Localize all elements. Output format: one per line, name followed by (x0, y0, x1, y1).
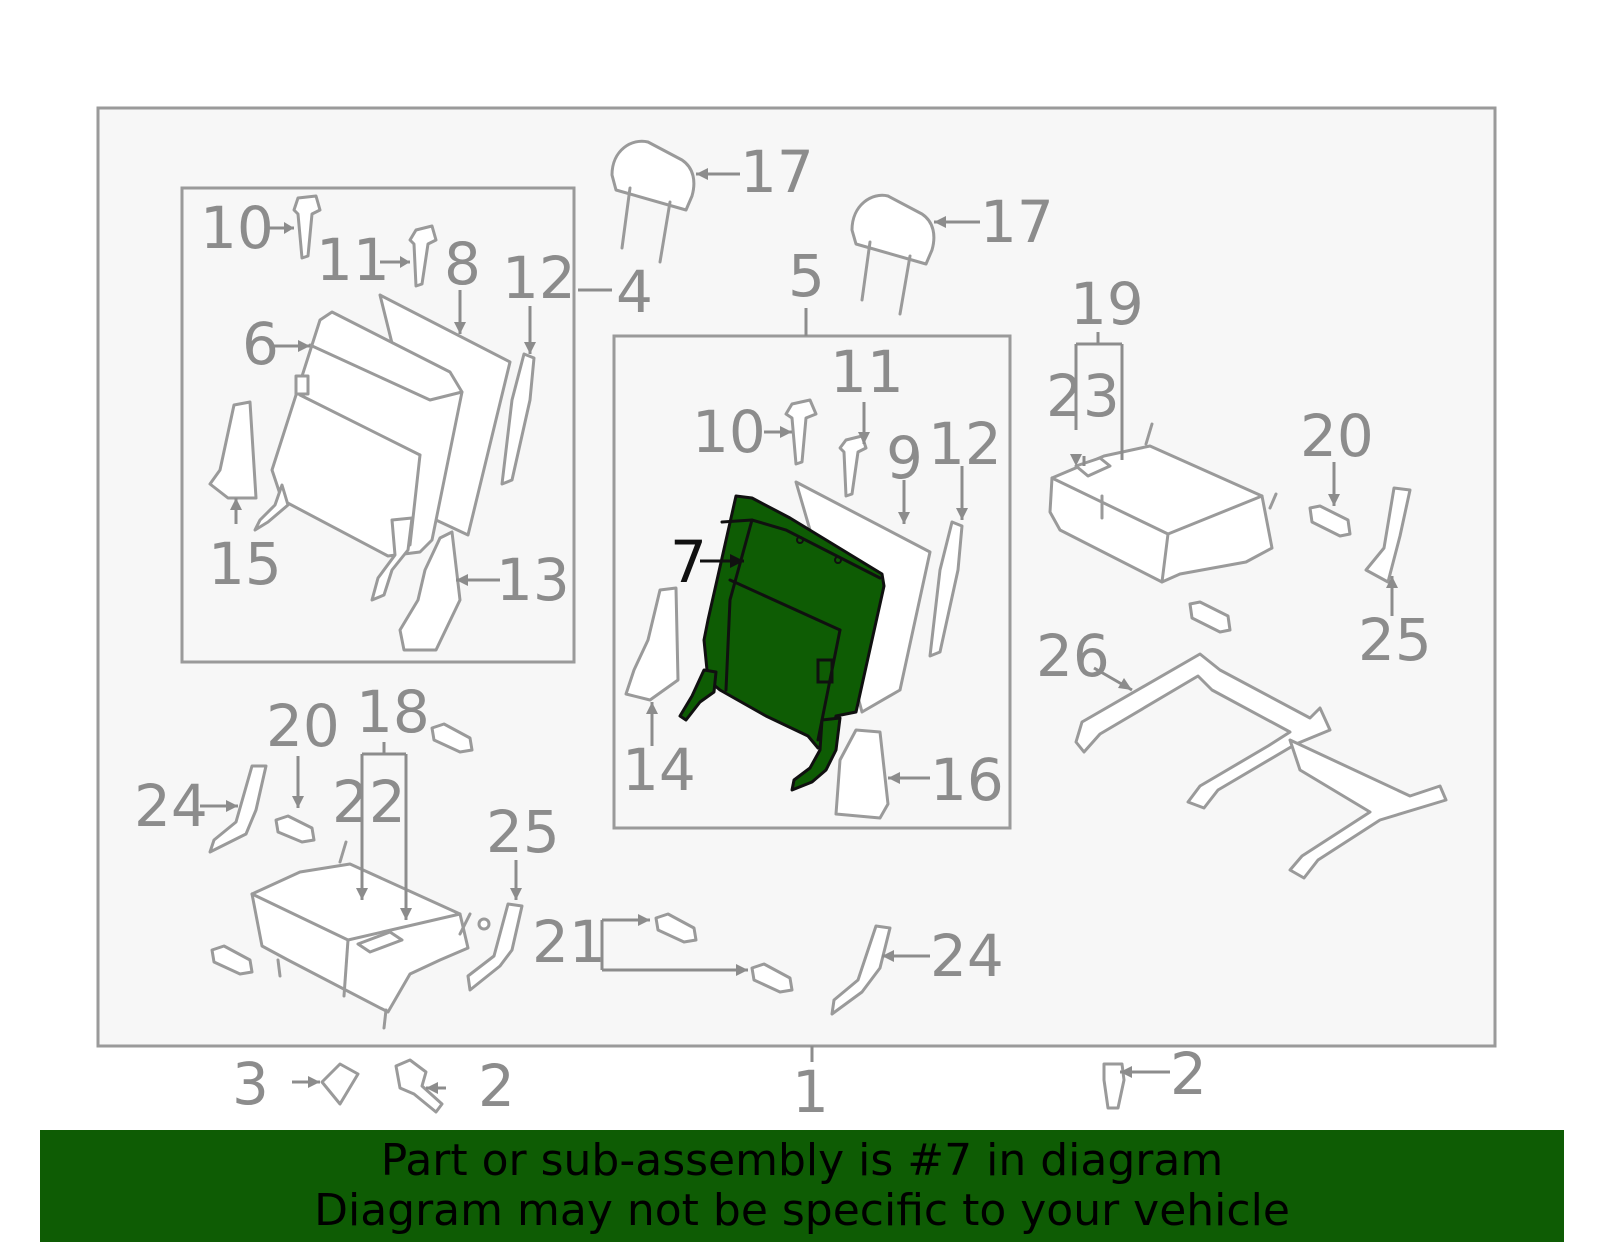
callout-25-lower: 25 (486, 798, 560, 866)
callout-14: 14 (622, 736, 696, 804)
callout-21: 21 (532, 908, 606, 976)
callout-3: 3 (232, 1050, 269, 1118)
left-seat-cushion (208, 722, 892, 1030)
banner-line-2: Diagram may not be specific to your vehi… (314, 1185, 1290, 1236)
callout-16: 16 (930, 746, 1004, 814)
callout-18: 18 (356, 678, 430, 746)
callout-labels: 1 2 2 3 4 5 6 7 8 9 10 10 11 11 12 12 13… (134, 138, 1432, 1126)
callout-10-left: 10 (200, 194, 274, 262)
left-seat-back (208, 194, 536, 652)
center-seat-back (624, 398, 964, 820)
callout-2-left: 2 (478, 1052, 515, 1120)
callout-19: 19 (1070, 270, 1144, 338)
callout-10-center: 10 (692, 398, 766, 466)
callout-20-right: 20 (1300, 402, 1374, 470)
callout-12-center: 12 (928, 410, 1002, 478)
callout-5: 5 (788, 242, 825, 310)
callout-11-left: 11 (316, 226, 390, 294)
callout-2-right: 2 (1170, 1040, 1207, 1108)
callout-24-right: 24 (930, 922, 1004, 990)
callout-26: 26 (1036, 622, 1110, 690)
right-seat-cushion (1048, 422, 1448, 880)
arrowheads (226, 168, 1398, 1094)
callout-4: 4 (616, 258, 653, 326)
callout-17-left: 17 (740, 138, 814, 206)
callout-24-left: 24 (134, 772, 208, 840)
headrests (610, 139, 936, 316)
banner-line-1: Part or sub-assembly is #7 in diagram (380, 1135, 1224, 1186)
callout-23: 23 (1046, 362, 1120, 430)
callout-25-right: 25 (1358, 606, 1432, 674)
callout-15: 15 (208, 530, 282, 598)
callout-17-right: 17 (980, 188, 1054, 256)
callout-11-center: 11 (830, 338, 904, 406)
callout-1: 1 (792, 1058, 829, 1126)
info-banner: Part or sub-assembly is #7 in diagram Di… (40, 1130, 1564, 1242)
loose-hardware (320, 1058, 1126, 1114)
callout-20-left: 20 (266, 692, 340, 760)
callout-8: 8 (444, 230, 481, 298)
callout-22: 22 (332, 768, 406, 836)
arrowhead-7 (730, 554, 744, 568)
seat-back-cushion-part-7 (678, 494, 886, 792)
callout-12-left: 12 (502, 244, 576, 312)
callout-7: 7 (670, 528, 707, 596)
callout-9: 9 (886, 424, 923, 492)
callout-13: 13 (496, 546, 570, 614)
callout-6: 6 (242, 310, 279, 378)
